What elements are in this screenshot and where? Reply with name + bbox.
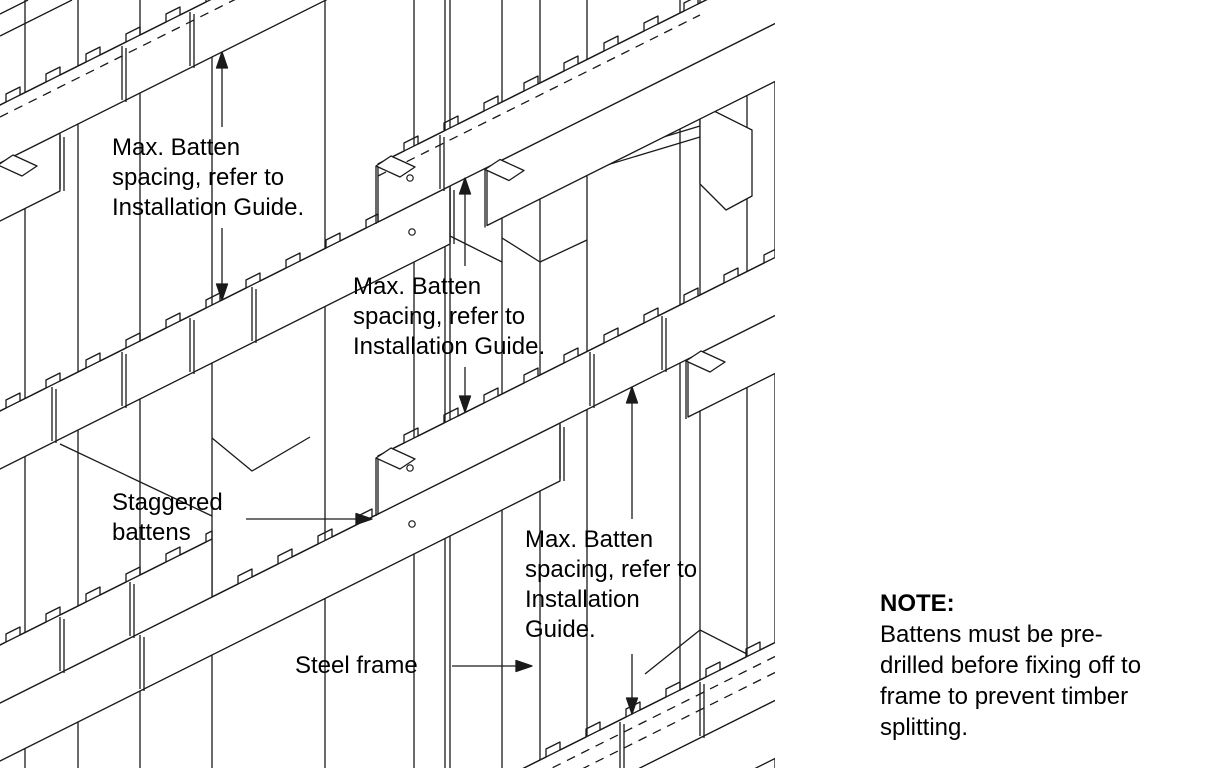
batten-face [638, 699, 775, 768]
note-title: NOTE: [880, 590, 955, 617]
label-line: Staggered [112, 489, 223, 516]
pre-drill-hole [408, 520, 416, 528]
label-line: Guide. [525, 616, 596, 643]
hidden-edge-dashed [550, 655, 775, 768]
label-staggered-battens: Staggered battens [112, 488, 223, 548]
note-line: frame to prevent timber [880, 683, 1129, 710]
note-line: drilled before fixing off to [880, 652, 1142, 679]
arrowhead-down [215, 283, 229, 301]
batten-face [0, 422, 561, 762]
isometric-line-drawing [0, 0, 775, 768]
arrowhead-right [515, 659, 533, 673]
arrowhead-right [355, 512, 373, 526]
label-steel-frame: Steel frame [295, 651, 418, 681]
label-line: Installation [525, 586, 640, 613]
batten-face [0, 185, 451, 470]
batten-end-cap [375, 155, 416, 178]
hidden-edge-dashed [582, 671, 775, 768]
batten-end-cap [375, 447, 416, 470]
batten-notched-edge [0, 0, 207, 106]
arrowhead-down [458, 395, 472, 413]
label-batten-spacing-top: Max. Batten spacing, refer to Installati… [112, 133, 304, 223]
batten-face [0, 0, 328, 164]
stud-break-chevron [501, 237, 588, 263]
batten-notched-edge [377, 248, 775, 457]
arrowhead-down [625, 697, 639, 715]
pre-drill-hole [406, 464, 414, 472]
batten-end-cap [0, 154, 38, 177]
label-line: Max. Batten [353, 273, 482, 300]
stud-cut-line [0, 0, 29, 15]
batten-notched-edge [522, 641, 775, 768]
label-batten-spacing-bottom: Max. Batten spacing, refer to Installati… [525, 525, 697, 645]
label-line: Steel frame [295, 652, 418, 679]
label-line: spacing, refer to [353, 303, 526, 330]
pre-drill-hole [406, 174, 414, 182]
batten-end-cap [685, 350, 726, 373]
note-line: splitting. [880, 714, 969, 741]
note-line: Battens must be pre- [880, 621, 1103, 648]
stud-cut-line [449, 235, 503, 263]
stud-break-chevron [644, 629, 748, 675]
label-line: Installation Guide. [112, 194, 305, 221]
pre-drill-hole [408, 228, 416, 236]
stud-cut-line [59, 443, 213, 517]
stud-break-chevron [211, 436, 311, 472]
label-line: Max. Batten [112, 134, 241, 161]
hidden-edge-dashed [377, 14, 701, 177]
batten-end-cap [484, 158, 525, 182]
label-line: spacing, refer to [112, 164, 285, 191]
label-line: battens [112, 519, 191, 546]
label-batten-spacing-mid: Max. Batten spacing, refer to Installati… [353, 272, 545, 362]
batten-notched-edge [0, 213, 379, 412]
batten-notched-edge [377, 0, 708, 165]
note-block: NOTE: Battens must be pre- drilled befor… [880, 588, 1141, 743]
label-line: Installation Guide. [353, 333, 546, 360]
label-line: Max. Batten [525, 526, 654, 553]
stud-cut-line [0, 0, 73, 37]
label-line: spacing, refer to [525, 556, 698, 583]
stud-cut-end-face [699, 103, 753, 211]
batten-notched-edge [0, 530, 213, 646]
